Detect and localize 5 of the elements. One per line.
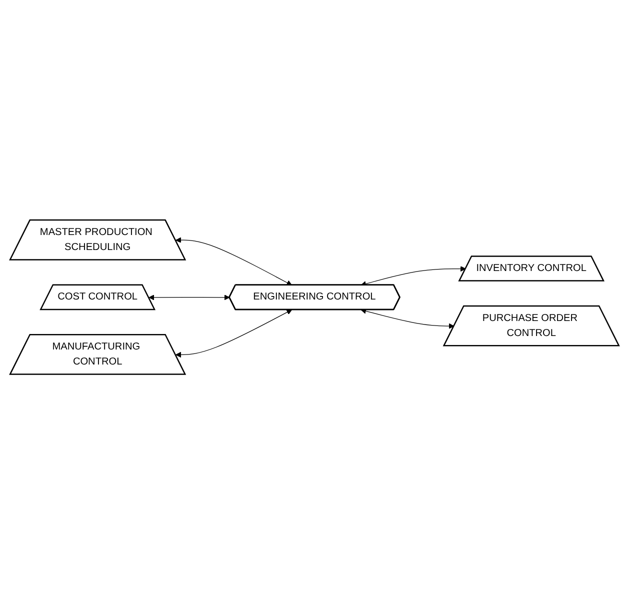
arrow [360,308,454,329]
arrow [176,309,292,358]
arrow [148,294,230,300]
arrow [176,237,292,286]
arrow [360,266,466,286]
